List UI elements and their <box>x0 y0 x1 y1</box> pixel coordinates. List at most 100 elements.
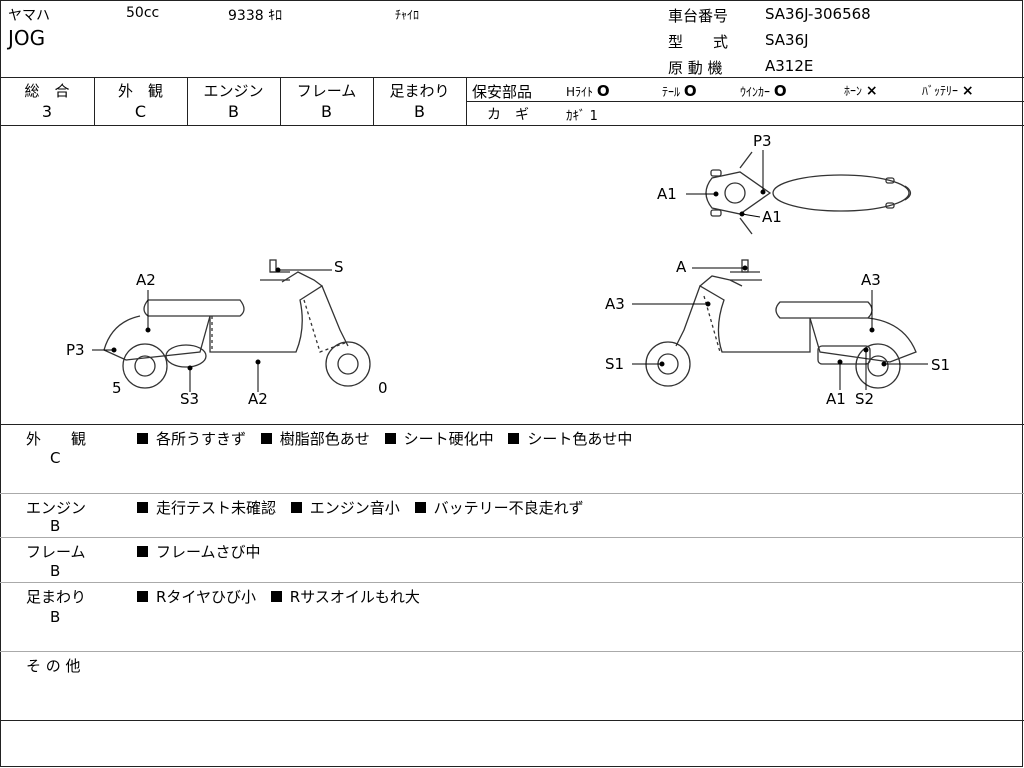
divider <box>466 101 1024 102</box>
grade-value: B <box>321 102 332 121</box>
grade-label: フレーム <box>296 82 357 100</box>
maker: ヤマハ <box>8 8 50 24</box>
diagram-label-a3: A3 <box>861 271 881 289</box>
engine-label: 原 動 機 <box>668 59 723 77</box>
safety-item-battery: ﾊﾞｯﾃﾘｰ × <box>922 82 974 99</box>
remark-title: エンジン <box>26 499 87 517</box>
divider <box>0 493 1024 494</box>
bullet-icon <box>508 433 520 444</box>
remark-grade: B <box>50 562 61 580</box>
remark-grade: B <box>50 608 61 626</box>
divider <box>0 424 1024 425</box>
safety-item-label: ﾊﾞｯﾃﾘｰ <box>922 84 959 98</box>
type-label: 型 式 <box>668 33 729 51</box>
frame-no: SA36J-306568 <box>765 5 871 23</box>
remark-list: フレームさび中 <box>137 541 261 562</box>
scooter-top-view <box>705 151 912 235</box>
bullet-icon <box>260 433 272 444</box>
divider <box>373 77 374 125</box>
safety-item-mark: × <box>961 83 974 99</box>
remark-item: シート硬化中 <box>403 430 494 448</box>
color: ﾁｬｲﾛ <box>395 8 420 22</box>
type-value: SA36J <box>765 31 809 49</box>
remark-item: フレームさび中 <box>156 543 261 561</box>
displacement: 50cc <box>126 5 160 21</box>
diagram-label-a: A <box>676 258 687 276</box>
divider <box>0 77 1024 78</box>
key-label: カ ギ <box>487 107 529 123</box>
safety-item-winker: ｳｲﾝｶｰ O <box>740 82 787 100</box>
diagram-label-a2: A2 <box>248 390 268 408</box>
diagram-label-s: S <box>334 258 344 276</box>
safety-item-tail: ﾃｰﾙ O <box>662 82 697 100</box>
diagram-label-s1: S1 <box>605 355 624 373</box>
diagram-label-s2: S2 <box>855 390 874 408</box>
diagram-label-p3: P3 <box>753 132 772 150</box>
model-name: JOG <box>8 26 46 50</box>
grade-label: エンジン <box>203 82 264 100</box>
damage-diagram: P3 A1 A1 S A2 P3 5 S3 A2 0 A A3 A3 S1 S1… <box>66 132 950 408</box>
remark-title: 外 観 <box>26 430 87 448</box>
remark-item: 走行テスト未確認 <box>156 499 277 517</box>
diagram-label-p3: P3 <box>66 341 85 359</box>
remark-grade: C <box>50 449 61 467</box>
safety-item-label: ｳｲﾝｶｰ <box>740 85 771 99</box>
bullet-icon <box>414 502 426 513</box>
remark-item: Rサスオイルもれ大 <box>289 588 420 606</box>
bullet-icon <box>137 591 148 602</box>
bullet-icon <box>137 502 148 513</box>
diagram-label-a1: A1 <box>762 208 782 226</box>
safety-item-horn: ﾎｰﾝ × <box>844 82 878 99</box>
remark-grade: B <box>50 517 61 535</box>
grade-label: 足まわり <box>389 82 450 100</box>
key-value: ｶｷﾞ 1 <box>566 109 598 124</box>
safety-item-mark: O <box>773 82 787 100</box>
remark-list: 走行テスト未確認 エンジン音小 バッテリー不良走れず <box>137 497 584 518</box>
divider <box>0 125 1024 126</box>
safety-item-label: Hﾗｲﾄ <box>566 85 594 99</box>
remark-item: シート色あせ中 <box>527 430 633 448</box>
scooter-left-view <box>103 259 371 389</box>
engine-value: A312E <box>765 57 814 75</box>
diagram-label-a1: A1 <box>826 390 846 408</box>
diagram-label-a1: A1 <box>657 185 677 203</box>
safety-item-mark: × <box>865 83 878 99</box>
bullet-icon <box>137 546 148 557</box>
divider <box>187 77 188 125</box>
remark-item: 各所うすきず <box>156 430 247 448</box>
bullet-icon <box>384 433 396 444</box>
remark-item: 樹脂部色あせ <box>279 430 370 448</box>
divider <box>94 77 95 125</box>
grade-value: C <box>134 102 147 121</box>
divider <box>0 582 1024 583</box>
diagram-label-s3: S3 <box>180 390 199 408</box>
safety-item-mark: O <box>683 82 697 100</box>
divider <box>0 537 1024 538</box>
divider <box>280 77 281 125</box>
remark-title: フレーム <box>26 543 86 561</box>
remark-list: Rタイヤひび小 Rサスオイルもれ大 <box>137 586 420 607</box>
grade-value: 3 <box>41 102 53 121</box>
scooter-right-view <box>645 259 917 389</box>
safety-item-headlight: Hﾗｲﾄ O <box>566 82 610 100</box>
grade-label: 外 観 <box>117 82 163 100</box>
divider <box>0 651 1024 652</box>
remark-list: 各所うすきず 樹脂部色あせ シート硬化中 シート色あせ中 <box>137 428 632 449</box>
divider <box>0 720 1024 721</box>
bullet-icon <box>137 433 148 444</box>
grade-label: 総 合 <box>24 82 70 100</box>
safety-item-label: ﾃｰﾙ <box>662 85 681 99</box>
bullet-icon <box>290 502 302 513</box>
mileage: 9338 ｷﾛ <box>228 8 283 24</box>
safety-item-mark: O <box>596 82 610 100</box>
remark-item: エンジン音小 <box>309 499 400 517</box>
remark-title: 足まわり <box>26 588 87 606</box>
grade-value: B <box>414 102 425 121</box>
safety-title: 保安部品 <box>472 83 533 101</box>
remark-item: バッテリー不良走れず <box>433 499 584 517</box>
grade-value: B <box>228 102 239 121</box>
bullet-icon <box>270 591 282 602</box>
safety-item-label: ﾎｰﾝ <box>844 84 863 98</box>
diagram-label-0: 0 <box>378 379 388 397</box>
